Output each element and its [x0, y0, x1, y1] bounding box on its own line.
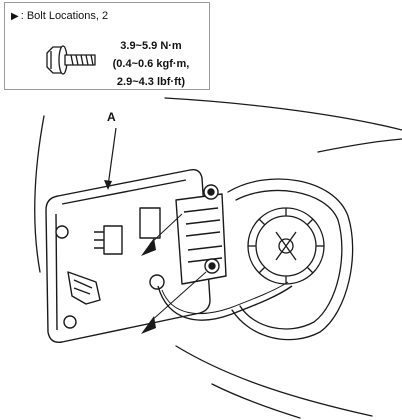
torque-kgfm: (0.4~0.6 kgf·m,	[112, 58, 190, 70]
bolt-marker-leader	[149, 271, 207, 323]
body-panel-upper-line	[164, 97, 402, 131]
hinge-bracket-ribs	[183, 207, 223, 263]
latch-slot	[103, 225, 123, 255]
bolt-marker-leader	[149, 213, 183, 245]
bolt-location-marker-icon: ▶	[11, 11, 19, 22]
tether-cable	[157, 285, 293, 321]
hinge-bolt-center	[208, 262, 216, 270]
latch-bracket	[139, 207, 161, 239]
bolt-location-marker-icon	[141, 316, 156, 334]
door-screw	[55, 225, 69, 239]
legend-text: : Bolt Locations, 2	[20, 10, 109, 22]
torque-nm: 3.9~5.9 N·m	[120, 40, 182, 52]
latch-ribs	[94, 231, 104, 249]
door-screw	[63, 315, 77, 329]
fuel-cap-icon	[247, 207, 325, 285]
bolt-location-marker-icon	[141, 238, 156, 256]
body-panel-lower-line	[175, 345, 373, 417]
callout-label-a: A	[107, 110, 116, 124]
hinge-bracket	[175, 193, 227, 285]
legend-box: ▶: Bolt Locations, 2 3.9~5.9 N·m (0.4~0.…	[4, 2, 210, 90]
filler-housing-inner-rim	[235, 189, 343, 330]
legend-title: ▶: Bolt Locations, 2	[11, 10, 108, 22]
hinge-bolt-center	[207, 188, 215, 196]
door-screw	[149, 274, 165, 290]
body-panel-left-line	[34, 115, 45, 273]
filler-housing-rim	[227, 178, 354, 341]
door-hook	[67, 271, 101, 305]
callout-arrowhead	[104, 180, 112, 190]
fuel-filler-door-icon	[45, 168, 227, 343]
torque-lbfft: 2.9~4.3 lbf·ft)	[116, 76, 186, 88]
torque-spec: 3.9~5.9 N·m (0.4~0.6 kgf·m, 2.9~4.3 lbf·…	[97, 37, 205, 91]
tether-cable-inner	[161, 281, 289, 314]
door-hook-ribs	[73, 279, 93, 295]
body-panel-lower-inner-line	[211, 383, 301, 419]
callout-leader-line	[107, 127, 117, 187]
body-panel-right-line	[317, 138, 402, 153]
bolt-icon	[46, 45, 96, 75]
